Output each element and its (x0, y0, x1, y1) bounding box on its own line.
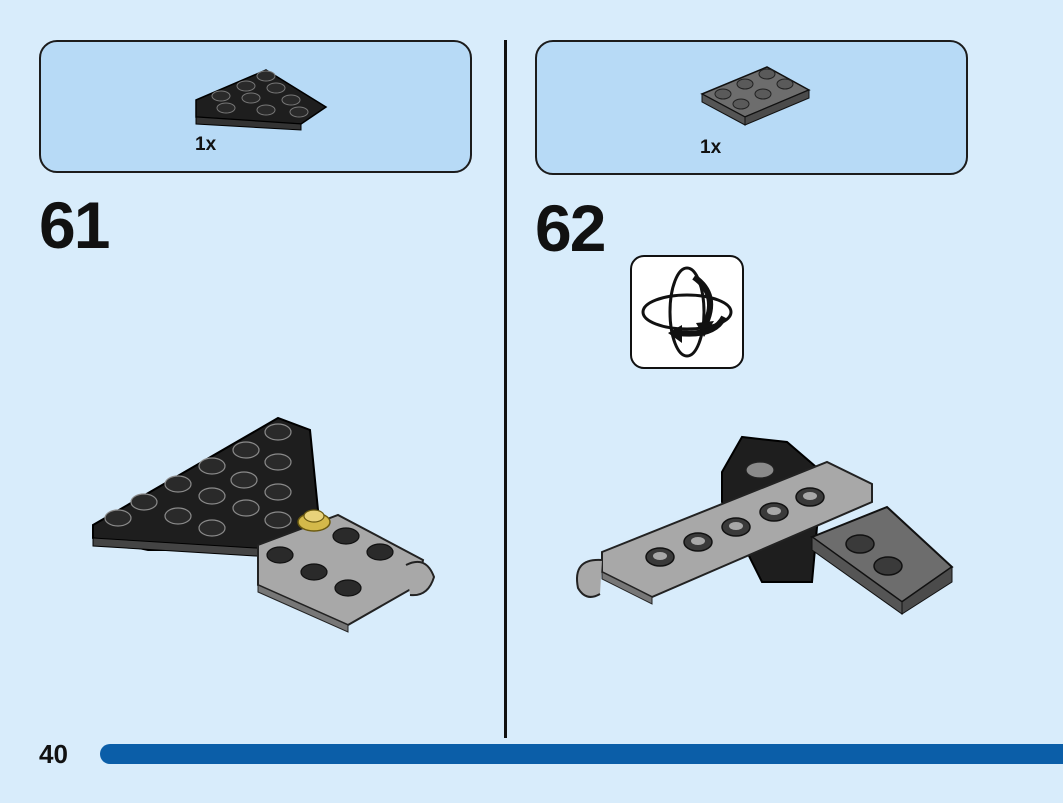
step-number: 62 (535, 191, 606, 265)
part-quantity: 1x (700, 137, 722, 158)
step-61-assembly-illustration (92, 416, 436, 633)
step-62-assembly-illustration (576, 435, 954, 615)
page-number: 40 (39, 739, 68, 769)
step-number: 61 (39, 188, 110, 262)
rotate-model-icon (641, 266, 733, 358)
dark-grey-plate-2x3-icon (700, 66, 811, 126)
parts-box-step-62: 1x (535, 40, 968, 175)
black-wedge-plate-icon (195, 69, 328, 131)
step-divider (504, 40, 507, 738)
parts-box-step-61: 1x (39, 40, 472, 173)
part-quantity: 1x (195, 134, 217, 155)
rotate-model-callout (630, 255, 744, 369)
progress-bar (100, 744, 1063, 764)
